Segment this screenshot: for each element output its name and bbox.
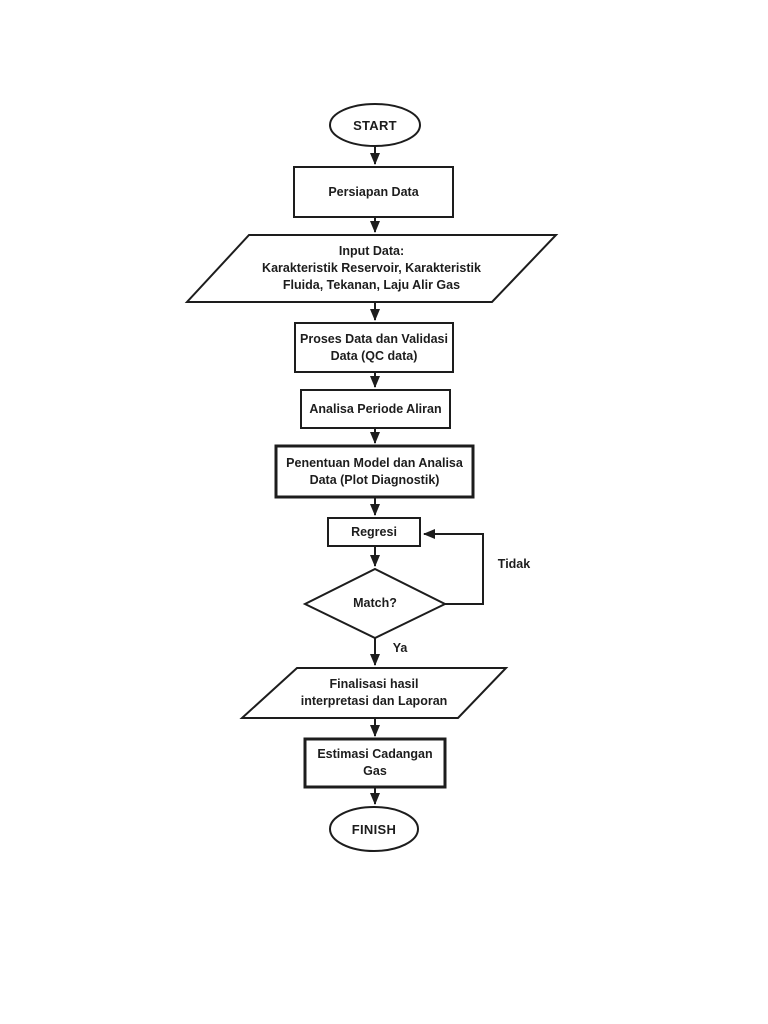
analisa-periode-shape <box>300 389 451 429</box>
match-decision-shape <box>302 567 448 640</box>
penentuan-model-shape <box>274 444 475 499</box>
edge-label-tidak: Tidak <box>497 557 531 571</box>
edge-label-ya: Ya <box>392 641 408 655</box>
input-data-parallelogram-shape <box>184 234 559 303</box>
estimasi-cadangan-shape <box>303 737 447 789</box>
finish-terminator-shape <box>329 806 419 852</box>
loop-match-tidak-to-regresi <box>423 529 484 605</box>
start-terminator-shape <box>329 103 421 147</box>
proses-data-shape <box>294 322 454 373</box>
finalisasi-parallelogram-shape <box>239 667 509 719</box>
persiapan-data-shape <box>293 166 454 218</box>
regresi-shape <box>327 517 421 547</box>
